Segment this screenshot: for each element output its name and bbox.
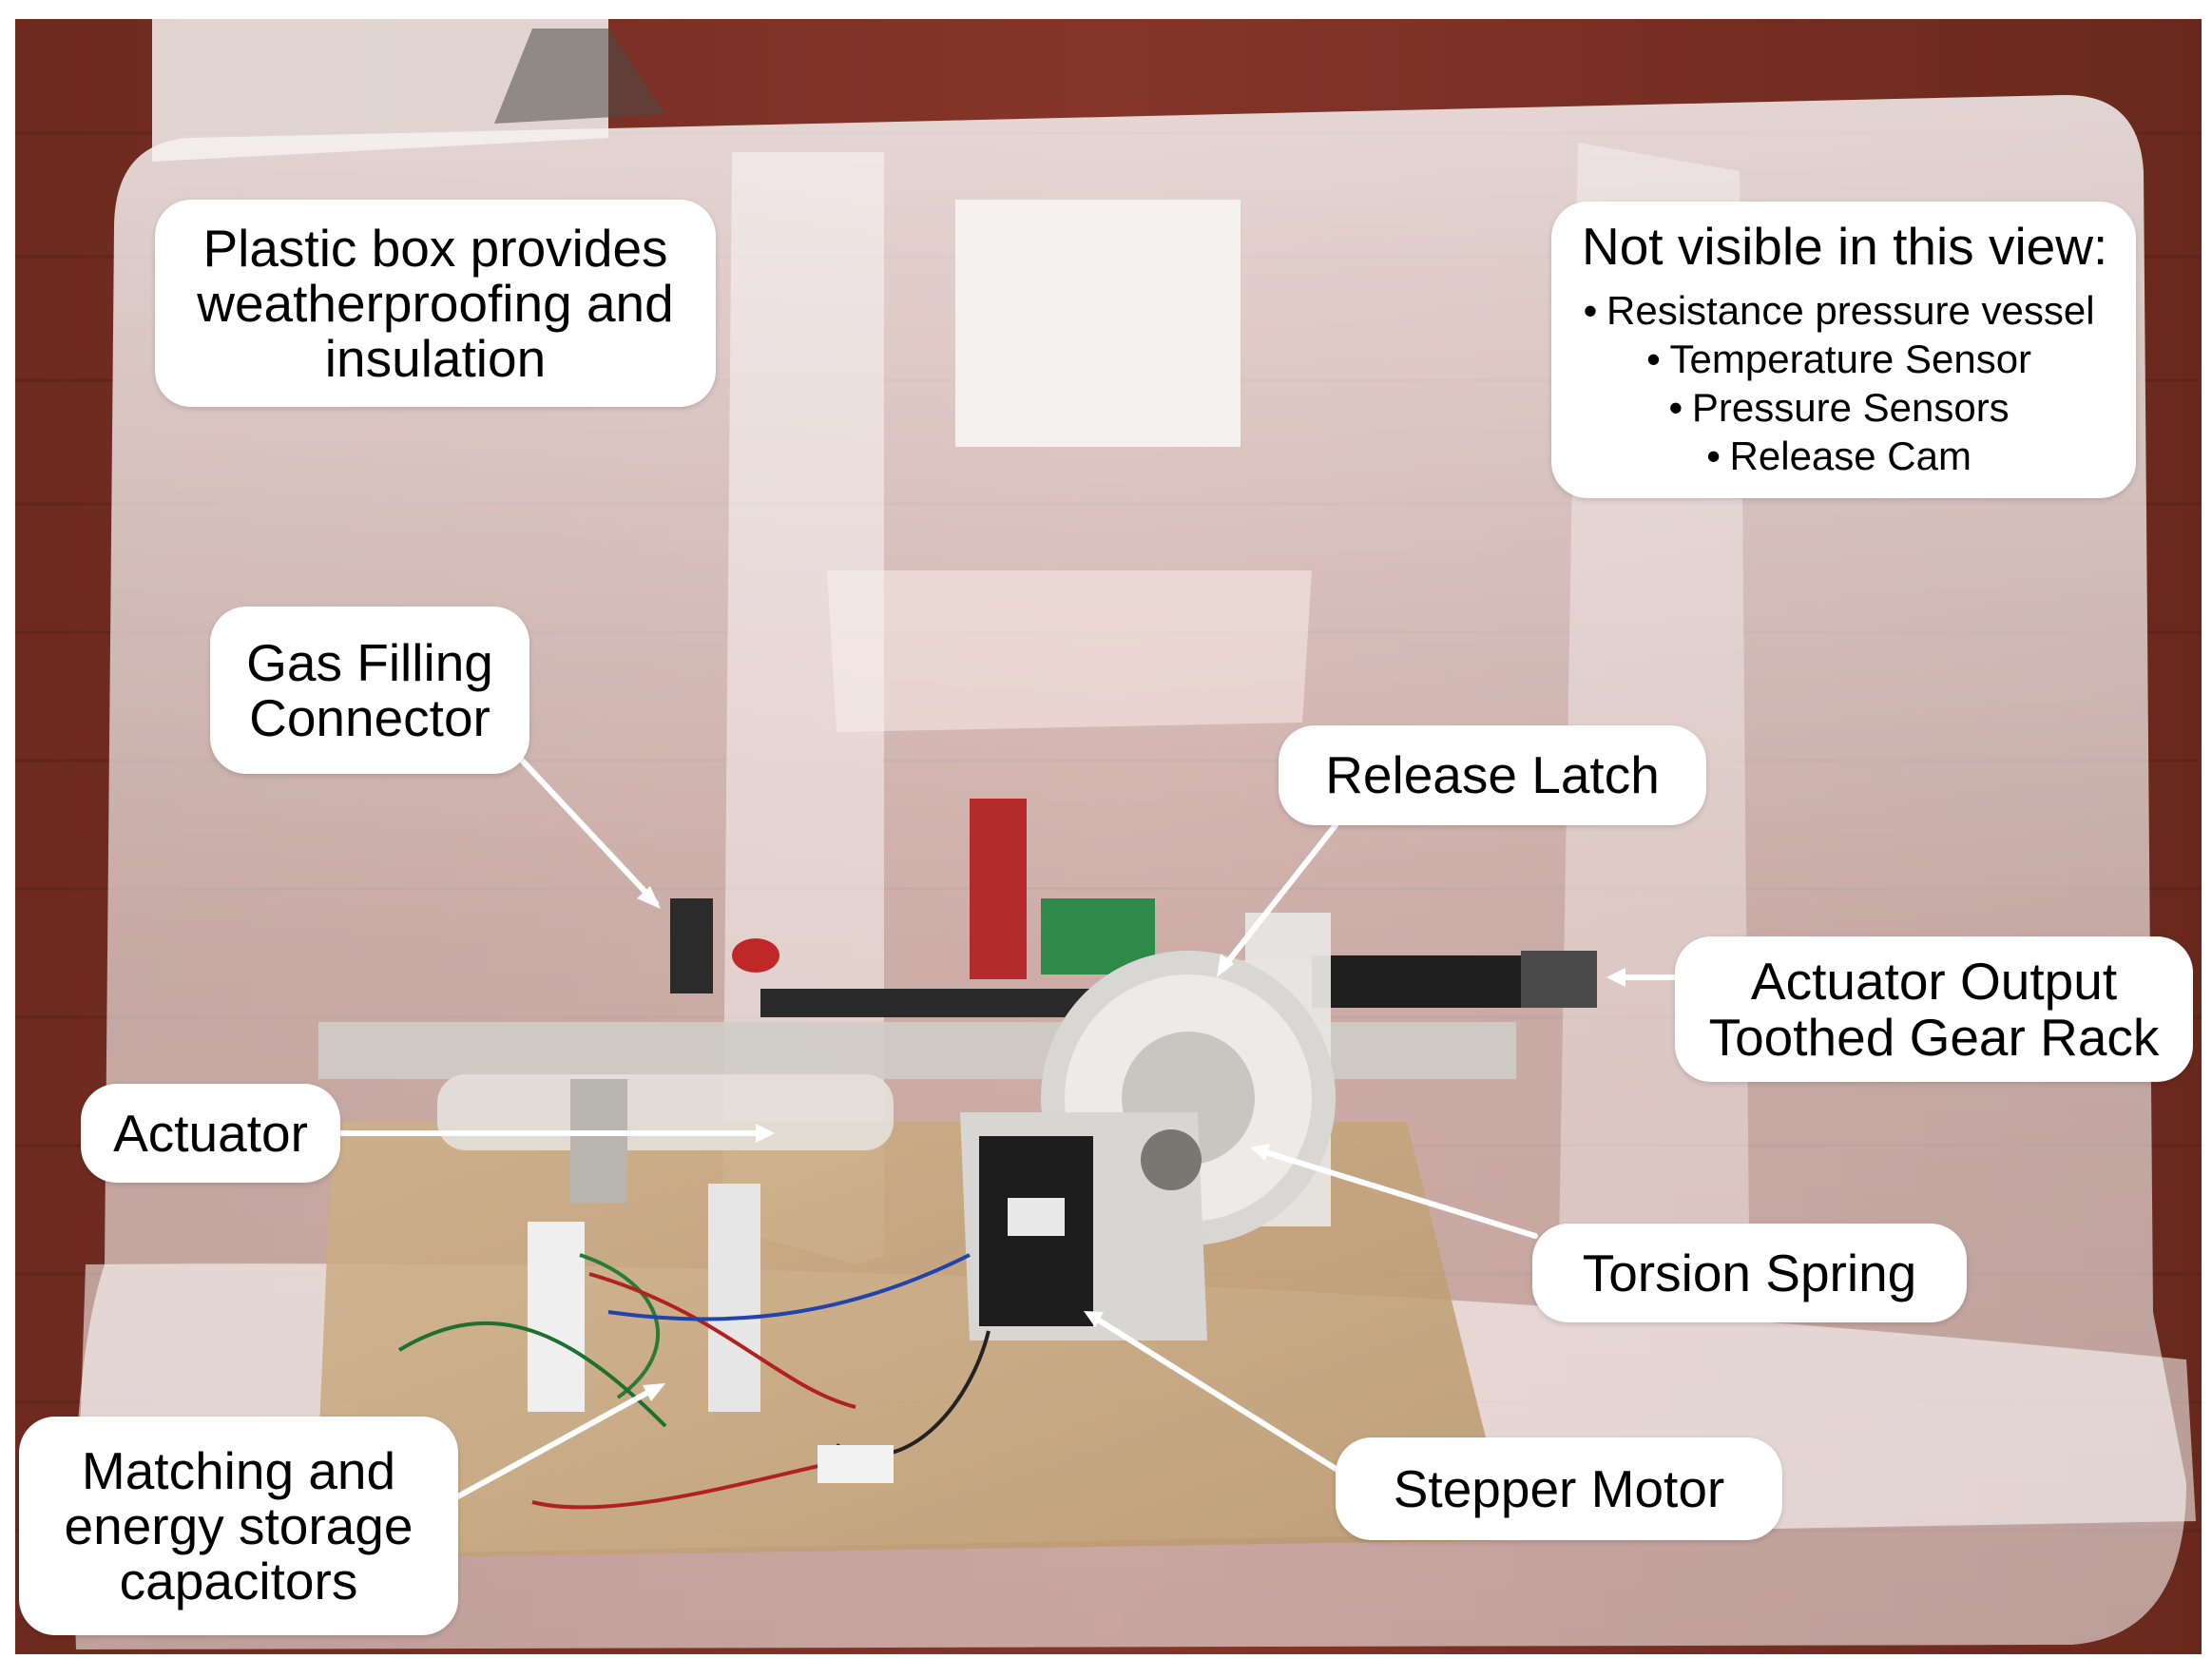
callout-not-visible: Not visible in this view: Resistance pre… — [1551, 202, 2136, 498]
callout-actuator-output: Actuator Output Toothed Gear Rack — [1675, 936, 2193, 1082]
plastic-box-line-2: weatherproofing and — [197, 273, 674, 333]
callout-gas-filling-connector: Gas Filling Connector — [210, 607, 529, 774]
arrow-capacitors — [453, 1385, 659, 1500]
actuator-output-line-1: Actuator Output — [1750, 952, 2118, 1012]
gas-filling-line-1: Gas Filling — [246, 632, 493, 692]
arrow-stepper-motor — [1090, 1314, 1343, 1475]
arrow-release-latch — [1219, 822, 1338, 973]
callout-stepper-motor: Stepper Motor — [1336, 1437, 1782, 1540]
plastic-box-line-1: Plastic box provides — [202, 218, 668, 278]
arrow-torsion-spring — [1257, 1148, 1538, 1239]
not-visible-item: Resistance pressure vessel — [1572, 286, 2095, 335]
actuator-output-line-2: Toothed Gear Rack — [1708, 1007, 2160, 1067]
not-visible-item: Pressure Sensors — [1572, 383, 2095, 432]
mechanism — [314, 799, 1597, 1559]
stepper-motor-text: Stepper Motor — [1393, 1458, 1725, 1518]
callout-actuator: Actuator — [81, 1084, 340, 1183]
gas-filling-line-2: Connector — [249, 688, 490, 747]
callout-release-latch: Release Latch — [1279, 725, 1706, 825]
pointer-arrows — [337, 748, 1681, 1500]
release-latch-text: Release Latch — [1325, 745, 1660, 805]
arrow-heads — [637, 886, 1625, 1401]
callout-plastic-box: Plastic box provides weatherproofing and… — [155, 200, 716, 407]
capacitors-line-1: Matching and — [81, 1440, 396, 1500]
callout-capacitors: Matching and energy storage capacitors — [19, 1417, 458, 1635]
plastic-box-line-3: insulation — [324, 329, 547, 389]
torsion-spring-text: Torsion Spring — [1582, 1243, 1917, 1302]
not-visible-list: Resistance pressure vessel Temperature S… — [1572, 286, 2095, 481]
capacitors-line-2: energy storage — [64, 1495, 414, 1555]
not-visible-item: Temperature Sensor — [1572, 335, 2095, 383]
not-visible-item: Release Cam — [1572, 432, 2095, 480]
callout-torsion-spring: Torsion Spring — [1532, 1224, 1967, 1322]
not-visible-heading: Not visible in this view: — [1582, 217, 2108, 277]
capacitors-line-3: capacitors — [119, 1552, 358, 1611]
actuator-text: Actuator — [113, 1103, 308, 1163]
arrow-gas-filling — [510, 748, 659, 906]
